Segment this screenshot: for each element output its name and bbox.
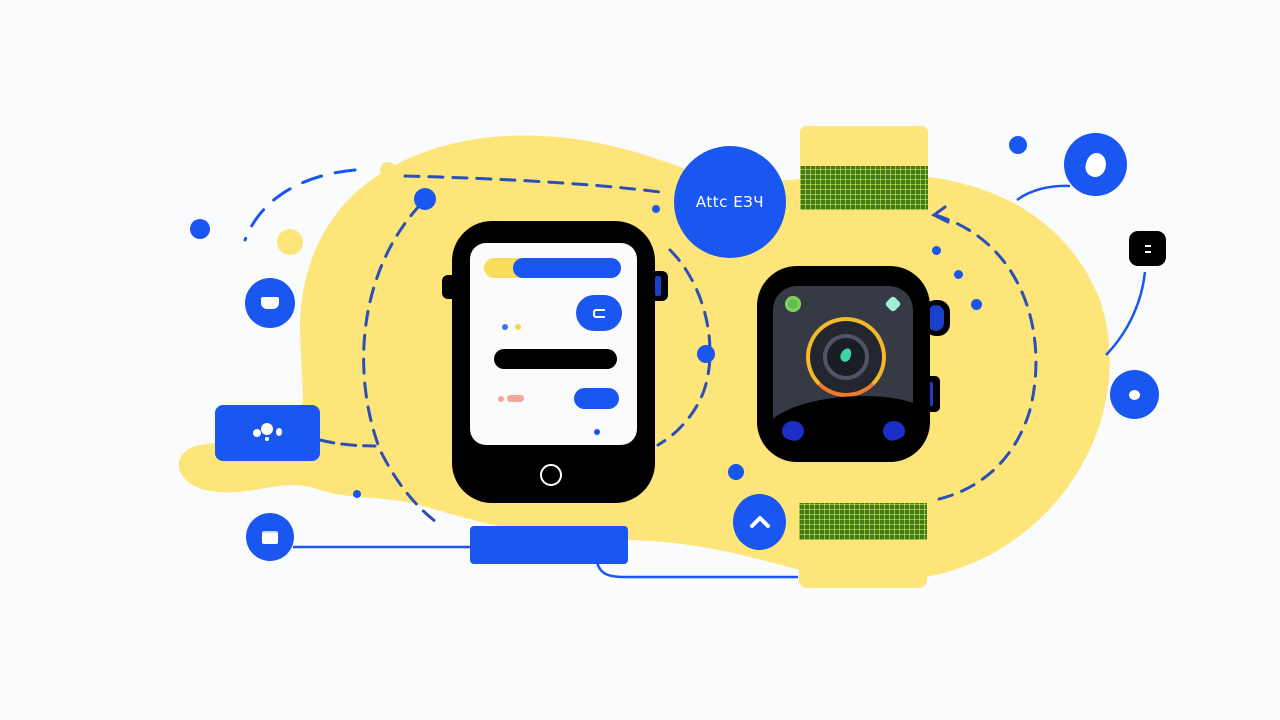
typing-dot xyxy=(515,324,521,330)
card-icon-badge[interactable] xyxy=(246,513,294,561)
decor-dot xyxy=(954,270,963,279)
blue-bar-button[interactable] xyxy=(470,526,628,564)
decor-dot xyxy=(353,490,361,498)
badge-label: Attc ЕЗЧ xyxy=(695,193,765,211)
center-ring xyxy=(806,317,886,397)
link-icon xyxy=(593,308,605,318)
decor-dot xyxy=(697,345,715,363)
decor-dot xyxy=(414,188,436,210)
cup-icon-badge[interactable] xyxy=(245,278,295,328)
leaf-drop-icon xyxy=(838,346,854,364)
center-text-badge[interactable]: Attc ЕЗЧ xyxy=(674,146,786,258)
decor-dot xyxy=(728,464,744,480)
decor-dot xyxy=(277,229,303,255)
ring-badge-large[interactable] xyxy=(1064,133,1127,196)
decor-dot xyxy=(1009,136,1027,154)
strap-weave-bottom xyxy=(799,503,927,540)
ring-hole-icon xyxy=(1081,149,1110,180)
black-bar xyxy=(494,349,617,369)
home-button[interactable] xyxy=(540,464,562,486)
progress-bar xyxy=(484,258,621,278)
ring-hole-icon xyxy=(1129,389,1140,400)
typing-dot xyxy=(502,324,508,330)
smartwatch xyxy=(757,266,930,462)
gem-icon xyxy=(884,295,902,313)
watch-button-right[interactable] xyxy=(883,421,905,441)
chat-square-black[interactable] xyxy=(1129,231,1166,266)
watch-button-left[interactable] xyxy=(782,421,804,441)
chevron-up-badge[interactable] xyxy=(733,494,786,550)
watch-screen xyxy=(773,286,913,441)
decor-dot xyxy=(652,205,660,213)
chevron-up-icon xyxy=(749,516,770,528)
cup-icon xyxy=(261,297,279,309)
ring-badge-small[interactable] xyxy=(1110,370,1159,419)
blue-dot xyxy=(594,429,600,435)
phone-screen xyxy=(470,243,637,445)
pink-dash xyxy=(507,395,524,402)
blue-pill-button[interactable] xyxy=(574,388,619,409)
decor-dot xyxy=(971,299,982,310)
decor-dot xyxy=(932,246,941,255)
cloud-people-icon xyxy=(252,423,283,443)
card-icon xyxy=(262,530,278,544)
smartphone xyxy=(452,221,655,503)
swirl-icon xyxy=(785,296,801,312)
pink-dot xyxy=(498,396,504,402)
link-button[interactable] xyxy=(576,295,622,331)
cloud-people-tag[interactable] xyxy=(215,405,320,461)
strap-weave-top xyxy=(800,166,928,210)
decor-dot xyxy=(190,219,210,239)
